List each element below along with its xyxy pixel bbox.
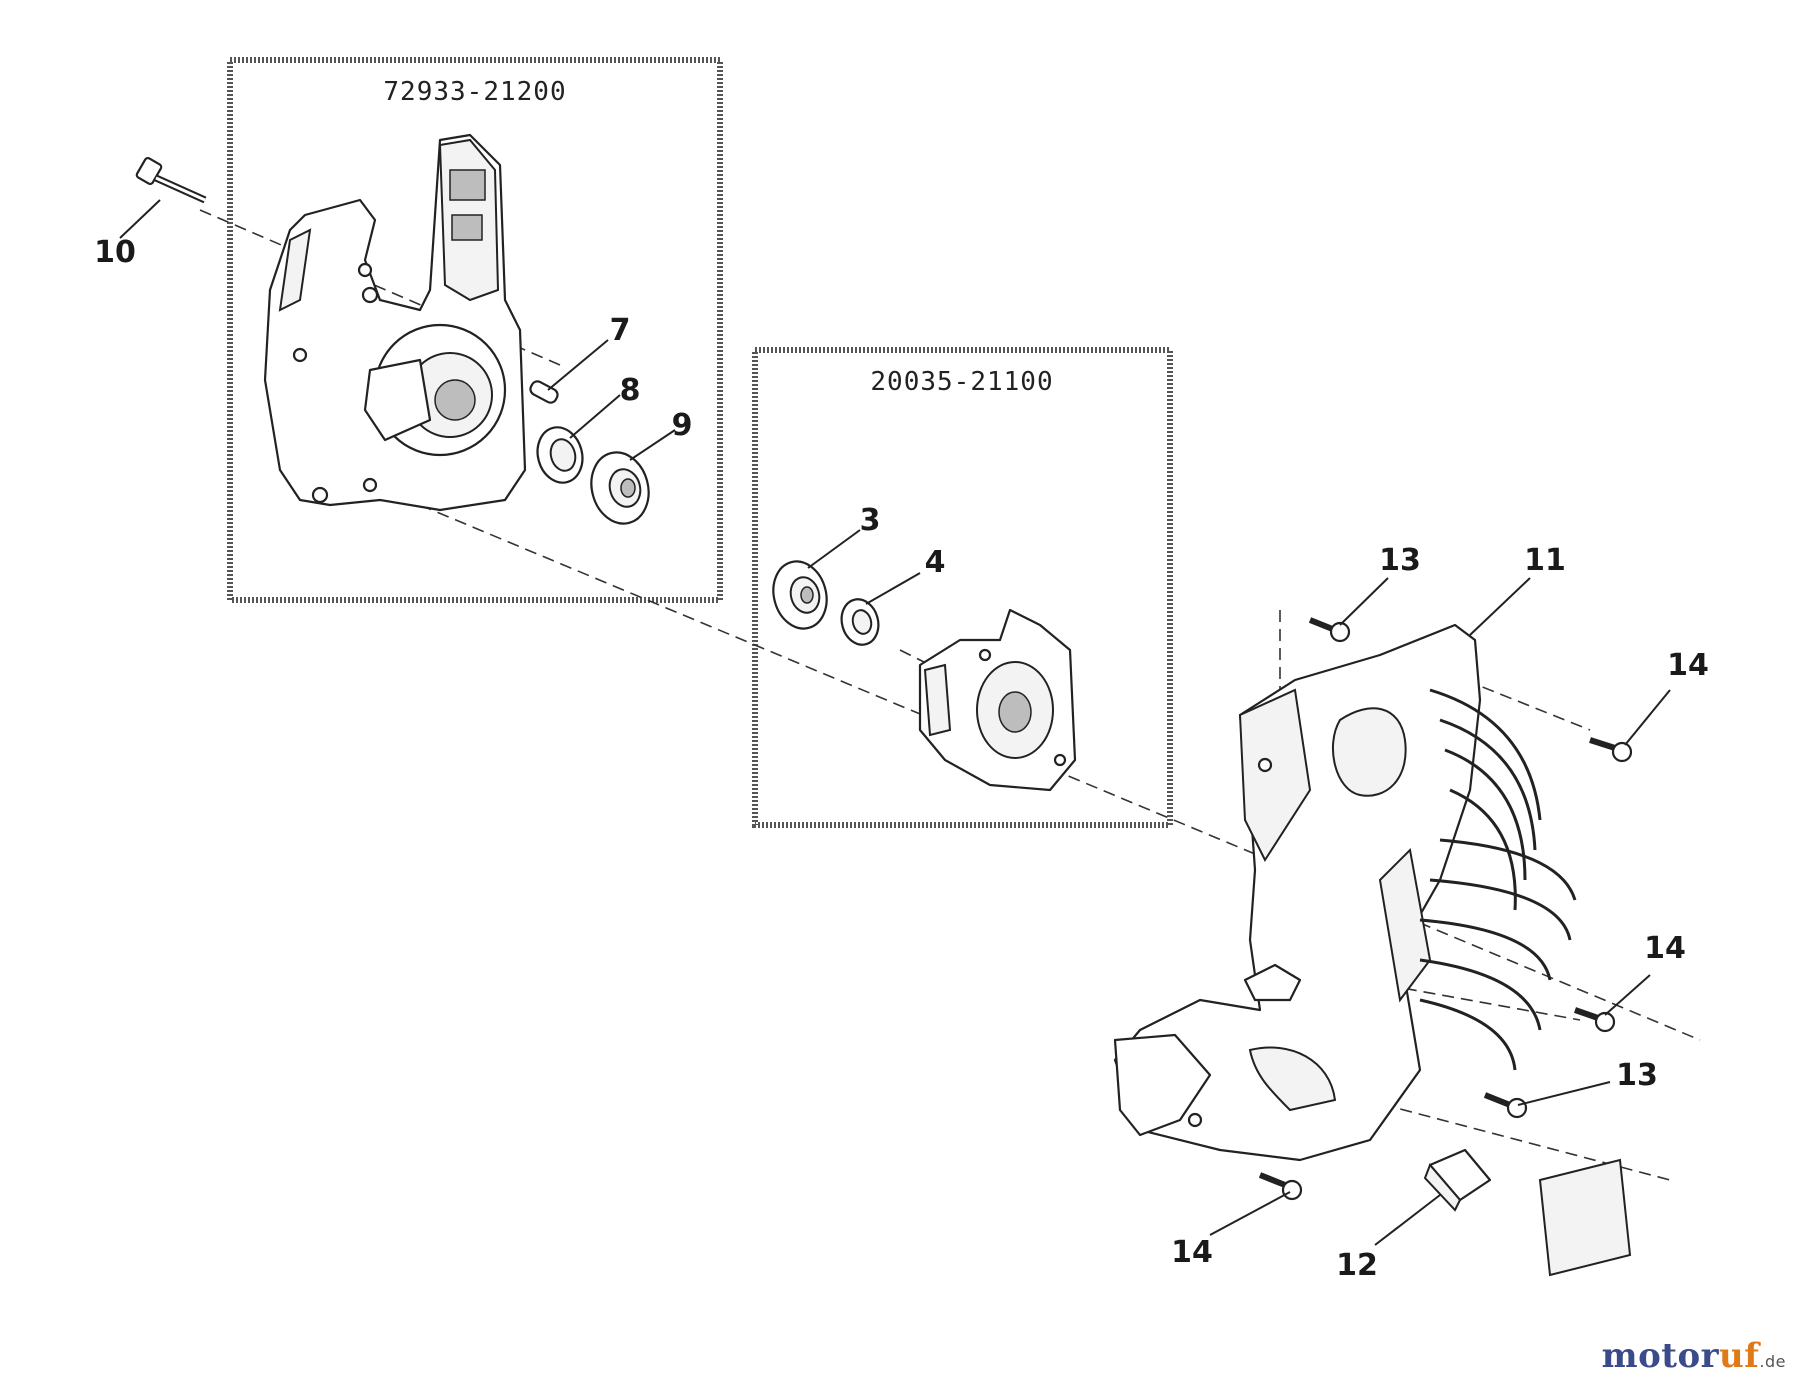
callout-4: 4 — [925, 545, 946, 580]
watermark-accent: uf — [1719, 1336, 1760, 1376]
pad-12 — [1423, 1148, 1492, 1212]
screw-13-bottom — [1483, 1092, 1528, 1119]
callout-11: 11 — [1524, 543, 1566, 578]
watermark-tld: .de — [1759, 1352, 1786, 1371]
callout-14-bottom: 14 — [1171, 1235, 1213, 1270]
seal-4 — [840, 598, 880, 646]
bolt-10 — [135, 156, 207, 204]
kit-box-a: 72933-21200 — [227, 57, 723, 603]
screw-14-right — [1589, 737, 1633, 763]
callout-12: 12 — [1336, 1248, 1378, 1283]
screw-13-top — [1308, 617, 1351, 643]
crankcase-half-a — [263, 133, 527, 512]
callout-9: 9 — [672, 408, 693, 443]
crankcase-half-b — [918, 608, 1077, 792]
callout-13-top: 13 — [1379, 543, 1421, 578]
seal-8 — [536, 426, 584, 484]
label-sticker — [1538, 1158, 1632, 1277]
kit-label-a: 72933-21200 — [383, 77, 566, 107]
callout-3: 3 — [860, 503, 881, 538]
callouts: 10 7 8 9 3 4 13 11 14 14 13 14 12 — [94, 235, 1709, 1283]
callout-14-mid: 14 — [1644, 931, 1686, 966]
leader-lines — [119, 199, 1671, 1246]
kit-label-b: 20035-21100 — [870, 367, 1053, 397]
callout-14-right: 14 — [1667, 648, 1709, 683]
kit-box-b: 20035-21100 — [752, 347, 1173, 828]
callout-7: 7 — [610, 313, 631, 348]
watermark-logo: motoruf.de — [1602, 1336, 1786, 1376]
cylinder-cover-11 — [1113, 623, 1577, 1162]
bearing-3 — [772, 560, 828, 630]
watermark-main: motor — [1601, 1336, 1720, 1376]
callout-13-bottom: 13 — [1616, 1058, 1658, 1093]
pin-7 — [529, 380, 559, 404]
callout-10: 10 — [94, 235, 136, 270]
screw-14-bottom — [1258, 1172, 1303, 1201]
screw-14-mid — [1574, 1007, 1616, 1033]
callout-8: 8 — [620, 373, 641, 408]
bearing-9 — [590, 451, 650, 525]
